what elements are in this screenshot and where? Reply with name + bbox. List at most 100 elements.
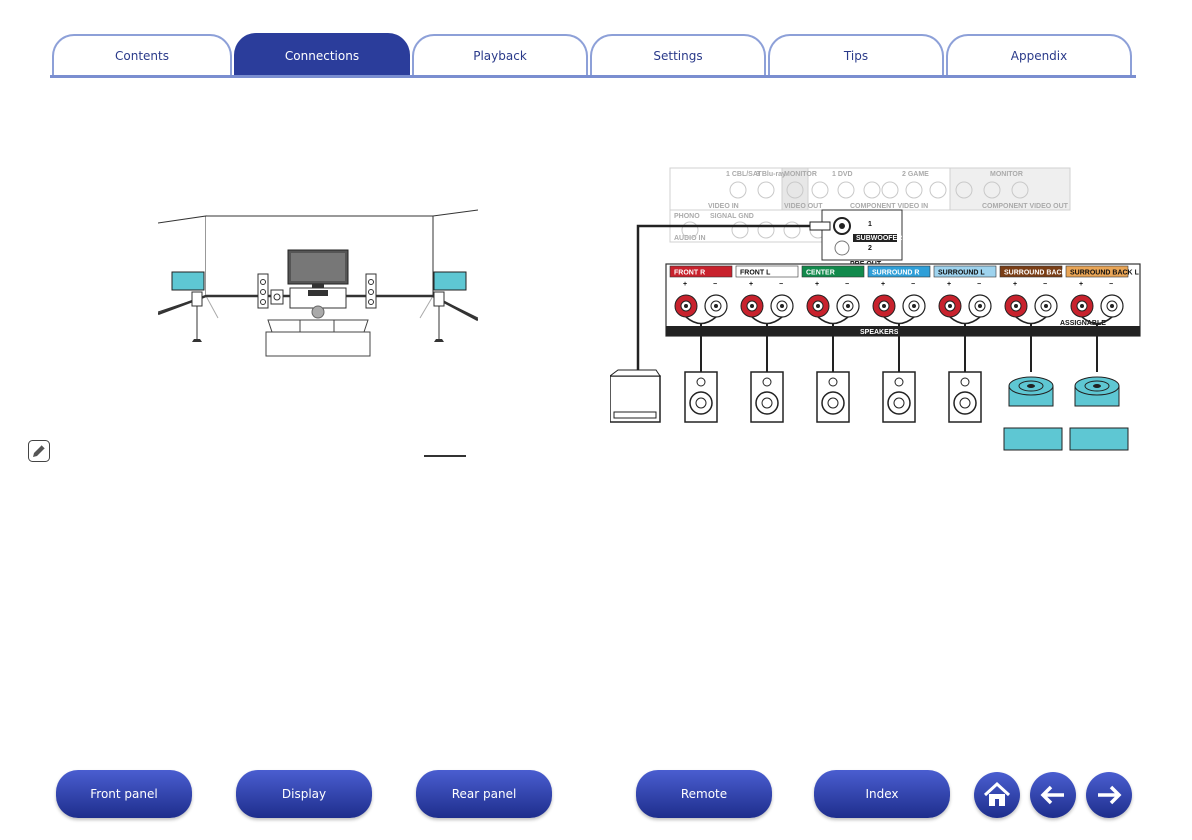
assignable-label: ASSIGNABLE bbox=[1060, 320, 1106, 327]
nav-button-label: Rear panel bbox=[451, 787, 517, 801]
terminal-label-chip bbox=[999, 265, 1063, 278]
terminal-label-chip bbox=[867, 265, 931, 278]
minus-sign: − bbox=[713, 281, 717, 288]
terminal-label-chip bbox=[933, 265, 997, 278]
speaker-connection-diagram: 1 CBL/SAT 3 Blu-ray MONITOR 1 DVD 2 GAME… bbox=[610, 167, 1141, 451]
tab-contents[interactable]: Contents bbox=[52, 34, 232, 76]
tab-tips[interactable]: Tips bbox=[768, 34, 944, 76]
video-in-label: VIDEO IN bbox=[708, 203, 739, 210]
bottom-navigation: Front panel Display Rear panel Remote In… bbox=[0, 770, 1192, 830]
terminal-label: SURROUND R bbox=[872, 270, 919, 277]
tab-label: Playback bbox=[473, 49, 527, 63]
terminal-label: CENTER bbox=[806, 270, 835, 277]
minus-sign: − bbox=[1109, 281, 1113, 288]
monitor-out-label: MONITOR bbox=[990, 171, 1023, 178]
subwoofer-terminal-label: SUBWOOFER bbox=[856, 235, 902, 242]
sw2-label: 2 bbox=[868, 245, 872, 252]
pencil-note-icon bbox=[28, 440, 50, 462]
tab-label: Appendix bbox=[1010, 49, 1068, 63]
nav-button-label: Display bbox=[281, 787, 327, 801]
terminal-label: SURROUND L bbox=[938, 270, 985, 277]
signal-gnd-label: SIGNAL GND bbox=[710, 213, 754, 220]
plus-sign: + bbox=[1013, 281, 1017, 288]
terminal-label-chip bbox=[735, 265, 799, 278]
terminal-side-label: L bbox=[980, 270, 985, 277]
terminal-label-chip bbox=[1065, 265, 1129, 278]
minus-sign: − bbox=[779, 281, 783, 288]
speakers-label: SPEAKERS bbox=[860, 329, 899, 336]
terminal-label: SURROUND BACK R bbox=[1004, 270, 1074, 277]
left-height-speaker-marker bbox=[171, 271, 205, 291]
bluray-label: 3 Blu-ray bbox=[756, 171, 786, 178]
tab-label: Settings bbox=[653, 49, 703, 63]
audio-in-label: AUDIO IN bbox=[674, 235, 706, 242]
tab-bar: Contents Connections Playback Settings T… bbox=[0, 0, 1192, 80]
height-speaker-icon bbox=[1008, 376, 1054, 407]
terminal-label: FRONT R bbox=[674, 270, 705, 277]
subwoofer-cable bbox=[636, 224, 820, 370]
plus-sign: + bbox=[881, 281, 885, 288]
index-button[interactable]: Index bbox=[814, 770, 950, 818]
right-surround-speaker-icon bbox=[433, 291, 445, 342]
video-out-label: VIDEO OUT bbox=[784, 203, 823, 210]
tab-playback[interactable]: Playback bbox=[412, 34, 588, 76]
speaker-cabinet-icon bbox=[816, 371, 850, 423]
room-layout-illustration bbox=[158, 209, 478, 357]
dvd-label: 1 DVD bbox=[832, 171, 853, 178]
back-button[interactable] bbox=[1030, 772, 1076, 818]
terminal-side-label: L bbox=[766, 270, 771, 277]
note-link-underline[interactable] bbox=[424, 455, 466, 457]
terminal-label-chip bbox=[801, 265, 865, 278]
height-speaker-icon bbox=[1074, 376, 1120, 407]
component-out-label: COMPONENT VIDEO OUT bbox=[982, 203, 1069, 210]
game-label: 2 GAME bbox=[902, 171, 929, 178]
speaker-cabinet-icon bbox=[684, 371, 718, 423]
listener-icon bbox=[311, 305, 325, 319]
sw1-label: 1 bbox=[868, 221, 872, 228]
component-in-label: COMPONENT VIDEO IN bbox=[850, 203, 928, 210]
tab-connections[interactable]: Connections bbox=[234, 33, 410, 77]
front-panel-button[interactable]: Front panel bbox=[56, 770, 192, 818]
home-icon bbox=[983, 781, 1011, 806]
monitor-label: MONITOR bbox=[784, 171, 817, 178]
minus-sign: − bbox=[845, 281, 849, 288]
nav-button-label: Remote bbox=[680, 787, 728, 801]
front-left-speaker-icon bbox=[257, 273, 269, 309]
minus-sign: − bbox=[1043, 281, 1047, 288]
speaker-cabinet-icon bbox=[882, 371, 916, 423]
tab-appendix[interactable]: Appendix bbox=[946, 34, 1132, 76]
height-speaker-left-marker bbox=[1003, 427, 1063, 451]
receiver-icon bbox=[308, 290, 328, 296]
home-button[interactable] bbox=[974, 772, 1020, 818]
sofa-icon bbox=[265, 319, 371, 357]
plus-sign: + bbox=[683, 281, 687, 288]
arrow-left-icon bbox=[1040, 785, 1064, 805]
terminal-label-chip bbox=[669, 265, 733, 278]
tab-settings[interactable]: Settings bbox=[590, 34, 766, 76]
tab-label: Connections bbox=[284, 49, 360, 63]
left-surround-speaker-icon bbox=[191, 291, 203, 342]
tab-label: Contents bbox=[115, 49, 169, 63]
plus-sign: + bbox=[947, 281, 951, 288]
subwoofer-cabinet-icon bbox=[610, 369, 661, 423]
terminal-label: SURROUND BACK L bbox=[1070, 270, 1140, 277]
arrow-right-icon bbox=[1098, 785, 1122, 805]
nav-button-label: Front panel bbox=[90, 787, 158, 801]
subwoofer-pre-out-block: 1 2 SUBWOOFER PRE OUT bbox=[821, 209, 903, 268]
forward-button[interactable] bbox=[1086, 772, 1132, 818]
speaker-cabinet-icon bbox=[948, 371, 982, 423]
minus-sign: − bbox=[911, 281, 915, 288]
remote-button[interactable]: Remote bbox=[636, 770, 772, 818]
subwoofer-icon bbox=[270, 289, 284, 305]
right-height-speaker-marker bbox=[433, 271, 467, 291]
cbl-sat-label: 1 CBL/SAT bbox=[726, 171, 762, 178]
display-button[interactable]: Display bbox=[236, 770, 372, 818]
tab-label: Tips bbox=[843, 49, 869, 63]
terminal-side-label: R bbox=[700, 270, 705, 277]
plus-sign: + bbox=[1079, 281, 1083, 288]
rear-panel-button[interactable]: Rear panel bbox=[416, 770, 552, 818]
plus-sign: + bbox=[815, 281, 819, 288]
terminal-side-label: R bbox=[914, 270, 919, 277]
terminal-side-label: L bbox=[1135, 270, 1140, 277]
terminal-label: FRONT L bbox=[740, 270, 771, 277]
